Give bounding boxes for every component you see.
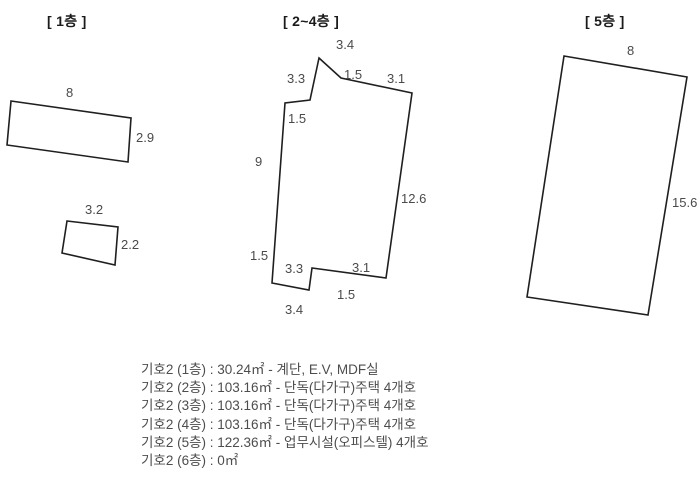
panel-title-floor-2-4: [ 2~4층 ] <box>283 13 340 29</box>
dimension-label: 3.3 <box>287 71 306 86</box>
dimension-label: 3.1 <box>352 260 371 275</box>
dimension-label: 2.2 <box>121 237 140 252</box>
dimension-label: 3.3 <box>285 261 304 276</box>
dimension-label: 1.5 <box>344 67 363 82</box>
dimension-label: 12.6 <box>401 191 427 206</box>
dimension-label: 8 <box>66 85 74 100</box>
panel-title-floor-1: [ 1층 ] <box>47 13 87 29</box>
legend-line: 기호2 (5층) : 122.36㎡ - 업무시설(오피스텔) 4개호 <box>141 434 429 450</box>
floor1-main-room <box>6 100 132 163</box>
dimension-label: 3.1 <box>387 71 406 86</box>
dimension-label: 9 <box>255 154 263 169</box>
dimension-label: 3.4 <box>336 37 355 52</box>
floor5-main-room <box>526 55 688 316</box>
dimension-label: 2.9 <box>136 130 155 145</box>
floor24-main-outline <box>271 56 413 291</box>
legend-line: 기호2 (1층) : 30.24㎡ - 계단, E.V, MDF실 <box>141 362 379 377</box>
dimension-label: 3.2 <box>85 202 104 217</box>
dimension-label: 1.5 <box>250 248 269 263</box>
panel-title-floor-5: [ 5층 ] <box>585 13 625 29</box>
dimension-label: 1.5 <box>337 287 356 302</box>
dimension-label: 8 <box>627 43 635 58</box>
legend-line: 기호2 (6층) : 0㎡ <box>141 453 239 469</box>
legend-line: 기호2 (3층) : 103.16㎡ - 단독(다가구)주택 4개호 <box>141 398 417 414</box>
dimension-label: 3.4 <box>285 302 304 317</box>
legend-line: 기호2 (2층) : 103.16㎡ - 단독(다가구)주택 4개호 <box>141 380 417 396</box>
legend-line: 기호2 (4층) : 103.16㎡ - 단독(다가구)주택 4개호 <box>141 416 417 432</box>
dimension-label: 15.6 <box>672 195 698 210</box>
dimension-label: 1.5 <box>288 111 307 126</box>
floor1-service-room <box>61 220 119 266</box>
